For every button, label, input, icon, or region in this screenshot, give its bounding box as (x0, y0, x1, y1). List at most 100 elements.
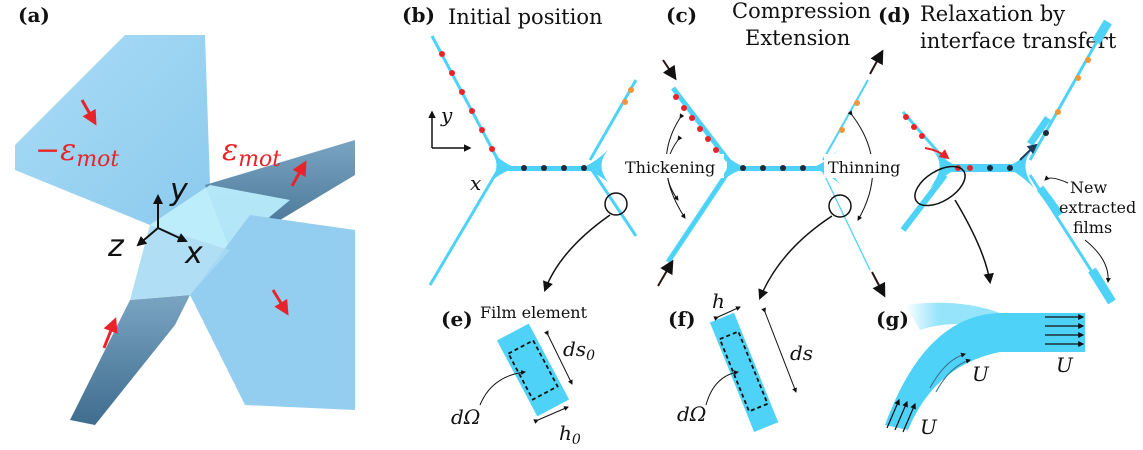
film-b-lower-right (590, 169, 638, 237)
film-d-lower-right-thick-2 (1088, 267, 1116, 305)
red-dots-b (439, 51, 495, 152)
flow-channel (885, 313, 1085, 430)
panel-d-title-1: Relaxation by (920, 2, 1065, 26)
orange-dots-d (1055, 57, 1091, 115)
panel-a-label: (a) (18, 3, 50, 27)
panel-d-label: (d) (878, 3, 911, 27)
domega-e-label: dΩ (451, 405, 480, 429)
axis-a-y-label: y (169, 173, 189, 208)
compression-arrow-bottom (657, 259, 674, 287)
axis-a-z (136, 227, 159, 247)
film-d-central (945, 164, 1025, 172)
u-inlet-label: U (920, 415, 938, 439)
film-c-central (735, 166, 820, 171)
sheet-upper-left (15, 35, 210, 225)
film-element-e-domain (507, 339, 559, 401)
plateau-border-c-left (718, 150, 748, 184)
ds0-label: ds0 (563, 337, 595, 364)
compression-arrow-top (662, 59, 677, 81)
arrow-red-4 (102, 317, 118, 349)
panel-c-title-2: Extension (745, 26, 850, 50)
arrow-red-2 (290, 160, 307, 187)
new-films-arrow-top (1044, 175, 1069, 184)
black-dots-c (740, 165, 806, 171)
flow-arrows-outlet (1045, 314, 1085, 347)
black-dots-b (521, 165, 587, 171)
panel-f-label: (f) (668, 307, 696, 331)
film-element-f-body (709, 312, 779, 432)
panel-c-title-1: Compression (732, 0, 871, 23)
film-d-lower-left (900, 173, 948, 232)
zoom-arrow-d (954, 199, 994, 285)
panel-d: (d) Relaxation by interface transfert (878, 2, 1136, 305)
film-c-lower-left (665, 170, 731, 264)
panel-g-label: (g) (876, 307, 909, 331)
panel-b-title: Initial position (448, 5, 603, 29)
flow-arrows-inlet (886, 398, 916, 433)
panel-c-label: (c) (666, 3, 697, 27)
domega-f-label: dΩ (677, 402, 706, 426)
film-d-upper-right-thick-2 (1027, 116, 1051, 146)
panel-e-title: Film element (480, 303, 588, 322)
film-d-lower-right-thick (1036, 185, 1064, 218)
u-outlet-label: U (1056, 353, 1074, 377)
red-dots-c (673, 94, 719, 153)
zoom-arrow-b (543, 214, 611, 292)
red-dots-d (903, 114, 973, 171)
h-label: h (712, 289, 725, 313)
ds0-arrow (543, 330, 573, 385)
axis-a-z-label: z (107, 229, 125, 264)
sheet-junction (130, 225, 230, 300)
panel-g: (g) U U U (876, 302, 1085, 439)
thinning-label-bg (824, 154, 904, 178)
film-b-upper-right (588, 79, 638, 161)
panel-c: (c) Compression Extension (624, 0, 904, 300)
plateau-border-b-right (580, 150, 608, 182)
film-c-upper-right (822, 79, 869, 161)
extension-arrow-top (869, 49, 884, 75)
film-b-central (505, 166, 590, 171)
orange-dots-c (839, 100, 860, 133)
panel-b-label: (b) (402, 3, 435, 27)
extension-arrow-bottom (871, 271, 886, 298)
new-films-note-3: films (1073, 218, 1112, 237)
plateau-border-d-left (930, 150, 960, 188)
thickening-label: Thickening (625, 158, 715, 177)
thinning-label: Thinning (828, 158, 900, 177)
film-element-e (496, 323, 570, 417)
panel-b: (b) Initial position (402, 3, 638, 292)
zoom-circle-c (828, 194, 852, 218)
ds-arrow (761, 307, 797, 393)
u-middle-label: U (972, 362, 990, 386)
sheet-lower-right (190, 215, 355, 410)
h0-arrow (533, 406, 569, 424)
zoom-circle-b (604, 192, 628, 216)
zoom-arrow-c (758, 215, 833, 300)
plateau-border-d-right (1006, 150, 1034, 188)
axis-b-x-label: x (470, 171, 481, 195)
film-b-lower-left (428, 169, 500, 286)
new-films-note-2: extracted (1059, 198, 1136, 217)
panel-a: (a) −εmot εmot y z x (15, 3, 355, 425)
film-c-lower-right (822, 171, 871, 271)
film-c-upper-left (671, 86, 730, 162)
h-arrow (713, 306, 741, 321)
domega-f-arrow (705, 370, 739, 406)
flow-arrows-middle (929, 352, 971, 393)
new-films-note-1: New (1070, 178, 1107, 197)
transfer-arrow-navy (1019, 143, 1038, 161)
flow-fade (905, 302, 1000, 330)
film-element-e-body (496, 323, 570, 417)
axis-b-y-label: y (440, 103, 453, 127)
arrow-red-1 (80, 99, 97, 126)
thickening-label-bg (624, 154, 724, 178)
pos-strain-label: εmot (222, 133, 281, 172)
h0-label: h0 (559, 421, 581, 448)
film-d-upper-right (1028, 35, 1102, 161)
zoom-ellipse-d (914, 165, 966, 207)
arrow-red-3 (271, 289, 289, 316)
film-d-upper-right-thick (1092, 19, 1112, 45)
film-element-f-domain (718, 330, 769, 413)
transfer-arrow-red (924, 147, 950, 160)
